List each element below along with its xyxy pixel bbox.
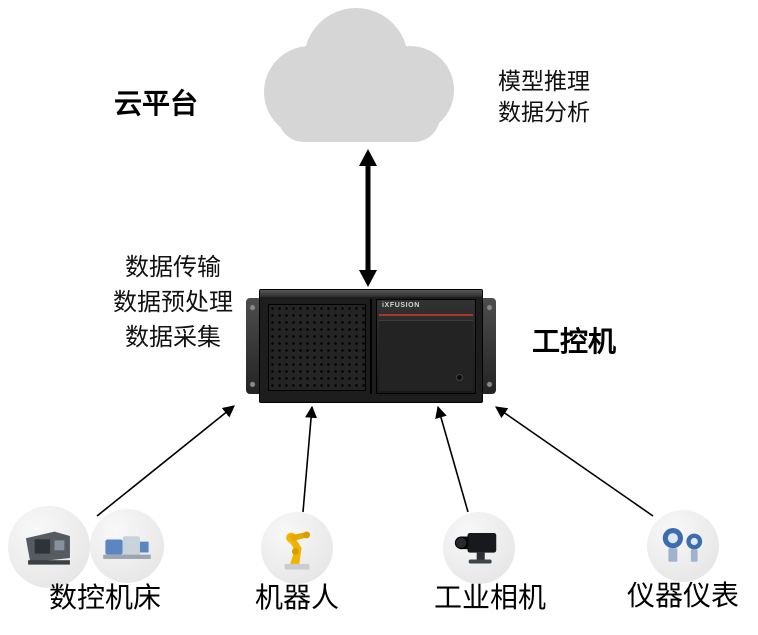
instrument-to-ipc-arrow [495,406,654,517]
cnc-machine-icon [8,506,90,588]
rack-ear-right-icon [483,298,496,394]
ipc-front-door [379,320,473,391]
ipc-vent-grille [268,304,366,391]
device-label-robot: 机器人 [254,582,339,613]
instrument-gauge-icon [647,510,719,582]
device-label-cnc: 数控机床 [48,582,161,613]
ipc-accent-line [379,314,473,316]
function-data-collection: 数据采集 [125,324,221,351]
cloud-annotation: 模型推理 数据分析 [488,66,600,128]
rack-ear-left-icon [246,298,259,394]
annotation-line-data-analysis: 数据分析 [498,99,590,125]
device-label-camera: 工业相机 [433,582,546,613]
device-label-instrument: 仪器仪表 [626,580,739,611]
ipc-front-panel: iXFUSION [376,299,476,394]
ipc-top-strip [260,290,482,297]
camera-to-ipc-arrow [435,405,469,513]
industrial-pc-label: 工控机 [531,326,616,357]
robot-to-ipc-arrow [302,405,318,513]
cnc-to-ipc-arrow [96,405,235,517]
cloud-icon [264,8,454,142]
cloud-platform-label: 云平台 [113,88,198,119]
annotation-line-model-inference: 模型推理 [498,68,590,94]
cnc-machine-2-icon [90,509,164,583]
cloud-ipc-double-arrow [359,149,377,287]
function-data-transmission: 数据传输 [125,254,221,281]
ipc-brand-text: iXFUSION [382,302,420,309]
ipc-lock-icon [456,374,463,381]
ipc-panel-divider [370,299,372,394]
robot-arm-icon [261,512,333,584]
function-data-preprocessing: 数据预处理 [113,289,233,316]
ipc-chassis: iXFUSION [259,289,483,403]
ipc-functions: 数据传输 数据预处理 数据采集 [88,250,258,355]
industrial-pc-image: iXFUSION [246,289,496,403]
industrial-camera-icon [443,512,515,584]
